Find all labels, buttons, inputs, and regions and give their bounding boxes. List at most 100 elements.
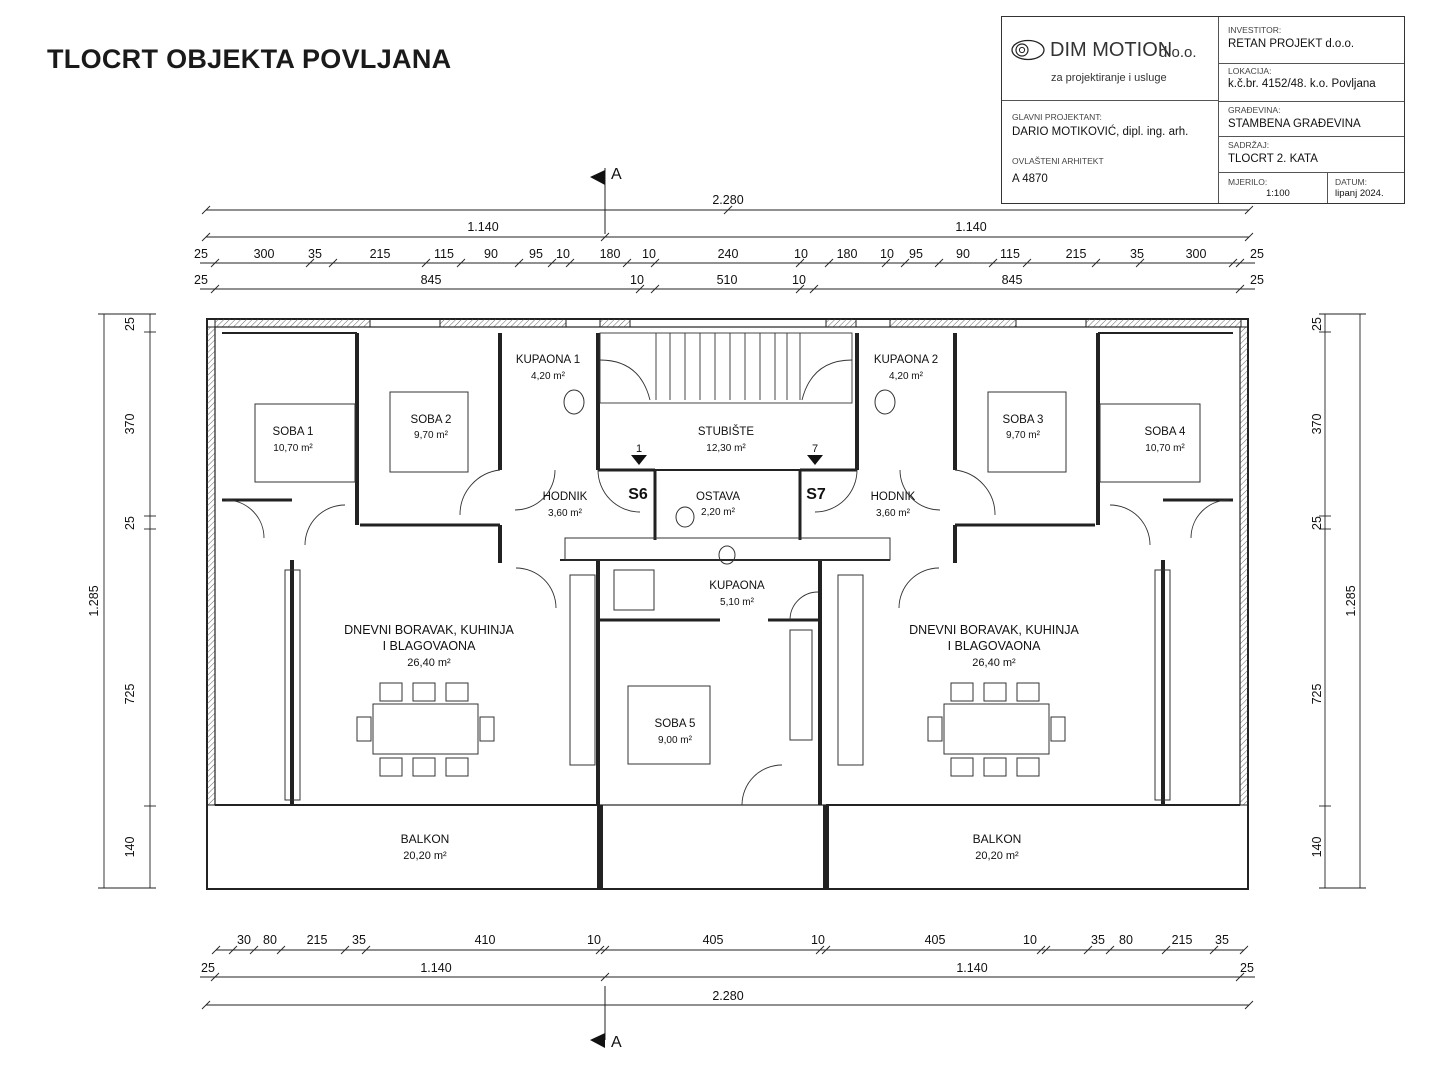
dimension-tick — [988, 258, 998, 268]
dimension-tick — [1244, 205, 1254, 215]
dim-top-detail-18: 215 — [1066, 247, 1087, 261]
room-kupaona2-area: 4,20 m² — [889, 371, 924, 382]
dimension-tick — [565, 258, 575, 268]
company-tagline: za projektiranje i usluge — [1051, 72, 1167, 84]
architect-label: OVLAŠTENI ARHITEKT — [1012, 156, 1104, 166]
dim-top-detail-12: 10 — [794, 247, 808, 261]
dim-right-4: 725 — [1310, 684, 1324, 705]
stair-arrow-left-label: 1 — [636, 443, 642, 455]
building: STAMBENA GRAĐEVINA — [1228, 118, 1361, 130]
bed-soba5 — [627, 685, 711, 765]
door-swings — [225, 469, 1230, 806]
building-label: GRAĐEVINA: — [1228, 105, 1281, 115]
bed-soba3 — [987, 391, 1067, 473]
page-title: TLOCRT OBJEKTA POVLJANA — [47, 44, 452, 74]
dimension-tick — [1161, 945, 1171, 955]
dimension-tick — [1235, 284, 1245, 294]
room-ostava-area: 2,20 m² — [701, 507, 736, 518]
room-soba4-area: 10,70 m² — [1145, 443, 1185, 454]
arrow-down-icon — [631, 455, 647, 465]
dim-bottom-detail-7: 405 — [703, 933, 724, 947]
dimension-tick — [1244, 1000, 1254, 1010]
room-hodnik-right-name: HODNIK — [871, 491, 916, 503]
dimension-tick — [650, 284, 660, 294]
top-dimensions — [200, 205, 1255, 294]
dimension-tick — [1228, 258, 1238, 268]
room-balkon-right-name: BALKON — [973, 832, 1022, 846]
dim-left-1: 25 — [123, 317, 137, 331]
dim-bottom-detail-4: 35 — [352, 933, 366, 947]
dim-right-1: 25 — [1310, 317, 1324, 331]
dimension-tick — [635, 284, 645, 294]
company-name: DIM MOTION — [1050, 39, 1173, 61]
dim-bottom-detail-10: 10 — [1023, 933, 1037, 947]
room-kupaona1-area: 4,20 m² — [531, 371, 566, 382]
room-dnevni-left-name2: I BLAGOVAONA — [383, 639, 477, 653]
section-label-bottom: A — [611, 1034, 622, 1051]
dim-top-mid-3: 10 — [630, 273, 644, 287]
dim-bottom-detail-8: 10 — [811, 933, 825, 947]
bed-soba4 — [1099, 403, 1201, 483]
dim-top-detail-8: 10 — [556, 247, 570, 261]
dimension-tick — [340, 945, 350, 955]
dim-top-detail-5: 115 — [434, 247, 454, 261]
dimension-tick — [201, 232, 211, 242]
room-soba2-area: 9,70 m² — [414, 430, 449, 441]
dim-top-detail-1: 25 — [194, 247, 208, 261]
dim-top-mid-7: 25 — [1250, 273, 1264, 287]
dimension-tick — [1244, 232, 1254, 242]
room-soba1-area: 10,70 m² — [273, 443, 313, 454]
chief-designer: DARIO MOTIKOVIĆ, dipl. ing. arh. — [1012, 126, 1189, 138]
dim-top-detail-4: 215 — [370, 247, 391, 261]
dim-right-total: 1.285 — [1344, 585, 1358, 616]
room-kupaona1-name: KUPAONA 1 — [516, 354, 580, 366]
dim-top-detail-7: 95 — [529, 247, 543, 261]
dim-bottom-detail-2: 80 — [263, 933, 277, 947]
dim-right-3: 25 — [1310, 516, 1324, 530]
room-dnevni-left-name1: DNEVNI BORAVAK, KUHINJA — [344, 623, 514, 637]
dim-bottom-mid-3: 1.140 — [956, 961, 987, 975]
right-dimensions — [1319, 313, 1366, 889]
furniture — [254, 389, 1201, 801]
dim-bottom-detail-14: 35 — [1215, 933, 1229, 947]
room-soba5-name: SOBA 5 — [655, 718, 696, 730]
dim-bottom-mid-4: 25 — [1240, 961, 1254, 975]
bed-soba2 — [389, 391, 469, 473]
dimension-tick — [795, 258, 805, 268]
dimension-tick — [421, 258, 431, 268]
section-marker-top: A — [590, 166, 622, 234]
room-kupaona2-name: KUPAONA 2 — [874, 354, 938, 366]
investor-label: INVESTITOR: — [1228, 25, 1282, 35]
dimension-tick — [650, 258, 660, 268]
dim-top-detail-16: 90 — [956, 247, 970, 261]
room-stubiste-name: STUBIŠTE — [698, 425, 755, 438]
dim-right-2: 370 — [1310, 414, 1324, 435]
dimension-tick — [622, 258, 632, 268]
dim-top-detail-2: 300 — [254, 247, 275, 261]
dim-top-detail-9: 180 — [600, 247, 621, 261]
dimension-tick — [1041, 945, 1051, 955]
dim-top-detail-17: 115 — [1000, 247, 1020, 261]
unit-label-s6: S6 — [628, 486, 648, 503]
section-marker-bottom: A — [590, 986, 622, 1051]
dimension-tick — [211, 945, 221, 955]
room-soba2-name: SOBA 2 — [411, 414, 452, 426]
dimension-tick — [934, 258, 944, 268]
dim-bottom-detail-11: 35 — [1091, 933, 1105, 947]
room-kupaona-name: KUPAONA — [709, 580, 765, 592]
dimension-tick — [1036, 945, 1046, 955]
table-left — [372, 703, 479, 755]
dim-top-mid-2: 845 — [421, 273, 442, 287]
arrow-down-icon — [807, 455, 823, 465]
dim-bottom-detail-3: 215 — [307, 933, 328, 947]
dimension-tick — [276, 945, 286, 955]
room-soba5-area: 9,00 m² — [658, 735, 693, 746]
dimension-tick — [201, 205, 211, 215]
dim-bottom-detail-13: 215 — [1172, 933, 1193, 947]
chief-designer-label: GLAVNI PROJEKTANT: — [1012, 112, 1102, 122]
dim-left-4: 725 — [123, 684, 137, 705]
dimension-tick — [795, 284, 805, 294]
